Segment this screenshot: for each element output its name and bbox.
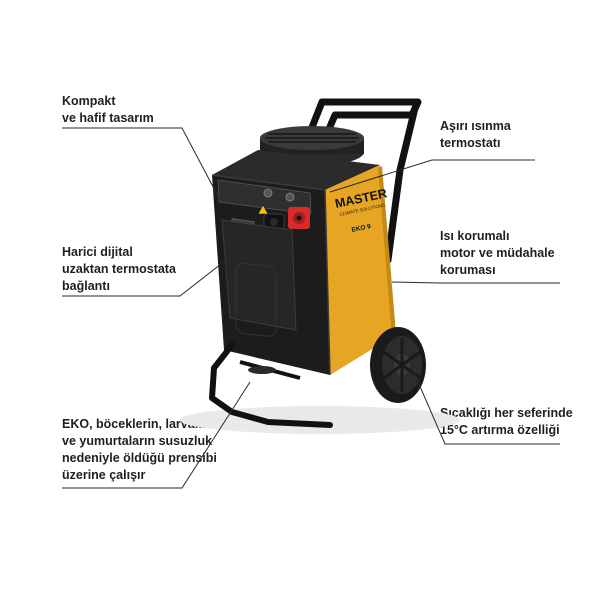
warning-sticker bbox=[257, 204, 269, 215]
red-power-switch bbox=[288, 207, 310, 229]
leader-compact bbox=[62, 127, 221, 201]
callout-remote-thermostat: Harici dijital uzaktan termostata bağlan… bbox=[62, 245, 176, 293]
control-knob-1 bbox=[263, 188, 273, 198]
callout-overheat-thermostat: Aşırı ısınma termostatı bbox=[440, 119, 511, 150]
callout-motor-protection: Isı korumalı motor ve müdahale koruması bbox=[440, 229, 555, 277]
leader-overheat bbox=[329, 159, 535, 193]
side-panel-yellow bbox=[325, 165, 395, 375]
leader-temperature bbox=[411, 367, 560, 445]
leader-eko bbox=[62, 381, 251, 489]
front-leg-frame bbox=[209, 342, 333, 428]
callout-eko-principle: EKO, böceklerin, larvaların ve yumurtala… bbox=[62, 417, 221, 482]
svg-text:EKO 9: EKO 9 bbox=[351, 223, 372, 234]
control-knob-2 bbox=[285, 192, 295, 202]
floor-shadow bbox=[180, 406, 460, 434]
side-panel-shade bbox=[378, 166, 396, 337]
control-panel bbox=[217, 179, 312, 215]
leader-remote-thermostat bbox=[62, 231, 263, 297]
front-door bbox=[221, 219, 297, 331]
callout-compact-design: Kompakt ve hafif tasarım bbox=[62, 94, 154, 125]
leader-motor bbox=[391, 281, 560, 284]
